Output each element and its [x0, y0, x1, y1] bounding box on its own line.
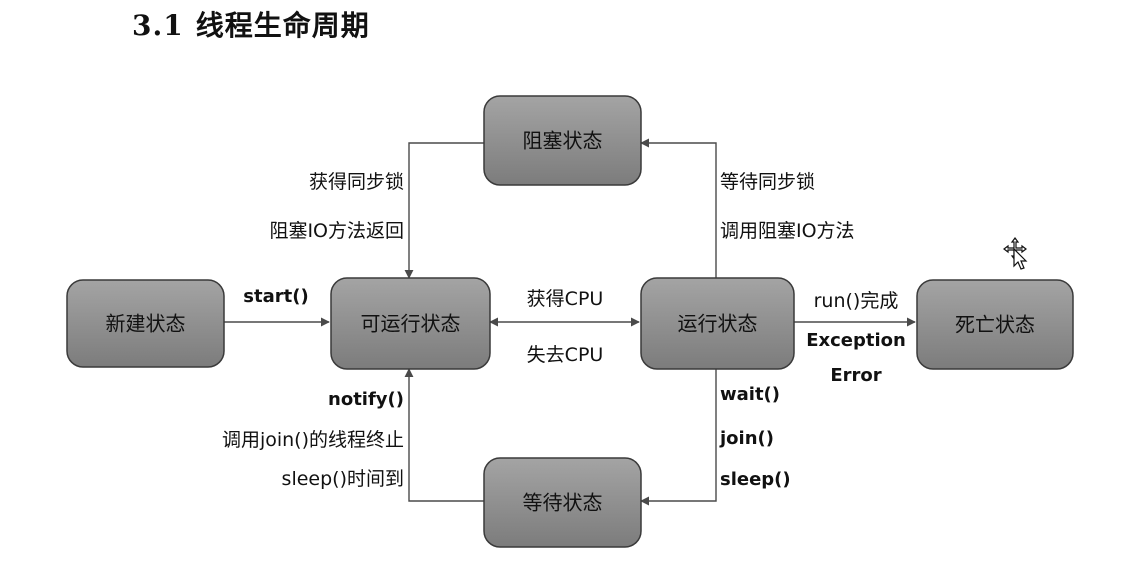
node-dead-label: 死亡状态: [955, 313, 1035, 337]
move-cursor-icon: [1003, 237, 1028, 270]
label-wait-sync-lock: 等待同步锁: [720, 171, 815, 193]
node-blocked-state: 阻塞状态: [483, 95, 642, 186]
label-join-thread-terminated: 调用join()的线程终止: [222, 429, 404, 451]
label-blocking-io-return: 阻塞IO方法返回: [269, 220, 404, 242]
edge-running-to-waiting: [640, 369, 717, 506]
section-title: 3.1 线程生命周期: [132, 6, 370, 46]
node-running-label: 运行状态: [678, 312, 758, 336]
label-get-cpu: 获得CPU: [527, 288, 604, 310]
node-dead-state: 死亡状态: [916, 279, 1074, 370]
node-waiting-label: 等待状态: [523, 491, 603, 515]
label-start: start(): [243, 286, 308, 307]
section-heading: 线程生命周期: [195, 9, 370, 42]
node-waiting-state: 等待状态: [483, 457, 642, 548]
label-wait: wait(): [720, 384, 780, 405]
node-new-label: 新建状态: [106, 312, 186, 336]
node-blocked-label: 阻塞状态: [523, 129, 603, 153]
edge-running-to-blocked: [640, 138, 717, 278]
node-runnable-label: 可运行状态: [361, 312, 461, 336]
node-running-state: 运行状态: [640, 277, 795, 370]
section-number: 3.1: [132, 9, 184, 42]
label-join: join(): [719, 428, 774, 449]
node-new-state: 新建状态: [66, 279, 225, 368]
label-exception: Exception: [806, 330, 906, 351]
label-run-complete: run()完成: [814, 290, 899, 312]
label-sleep: sleep(): [720, 469, 791, 490]
edge-waiting-to-runnable: [404, 368, 484, 502]
label-call-blocking-io: 调用阻塞IO方法: [720, 220, 855, 242]
label-error: Error: [830, 365, 881, 386]
label-acquire-sync-lock: 获得同步锁: [309, 171, 404, 193]
label-sleep-time-up: sleep()时间到: [282, 468, 404, 490]
label-lose-cpu: 失去CPU: [527, 344, 604, 366]
node-runnable-state: 可运行状态: [330, 277, 491, 370]
label-notify: notify(): [328, 389, 404, 410]
edge-blocked-to-runnable: [404, 142, 484, 279]
